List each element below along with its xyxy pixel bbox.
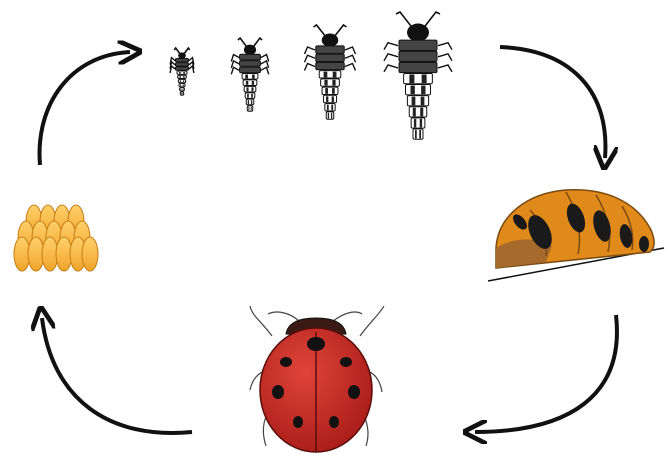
egg-cluster-icon bbox=[14, 205, 98, 271]
larva-instar-2 bbox=[231, 38, 268, 111]
larva-instar-1 bbox=[170, 48, 194, 95]
ladybug-icon bbox=[250, 306, 384, 452]
larva-icon bbox=[170, 12, 452, 139]
arrow-pupa-to-adult bbox=[475, 315, 617, 432]
pupa-icon bbox=[488, 190, 664, 281]
egg bbox=[82, 237, 98, 271]
arrow-eggs-to-larva bbox=[40, 52, 130, 165]
larva-instar-3 bbox=[305, 25, 356, 119]
larva-instar-4 bbox=[384, 12, 452, 139]
arrow-adult-to-eggs bbox=[42, 318, 192, 433]
arrow-larva-to-pupa bbox=[500, 47, 605, 158]
